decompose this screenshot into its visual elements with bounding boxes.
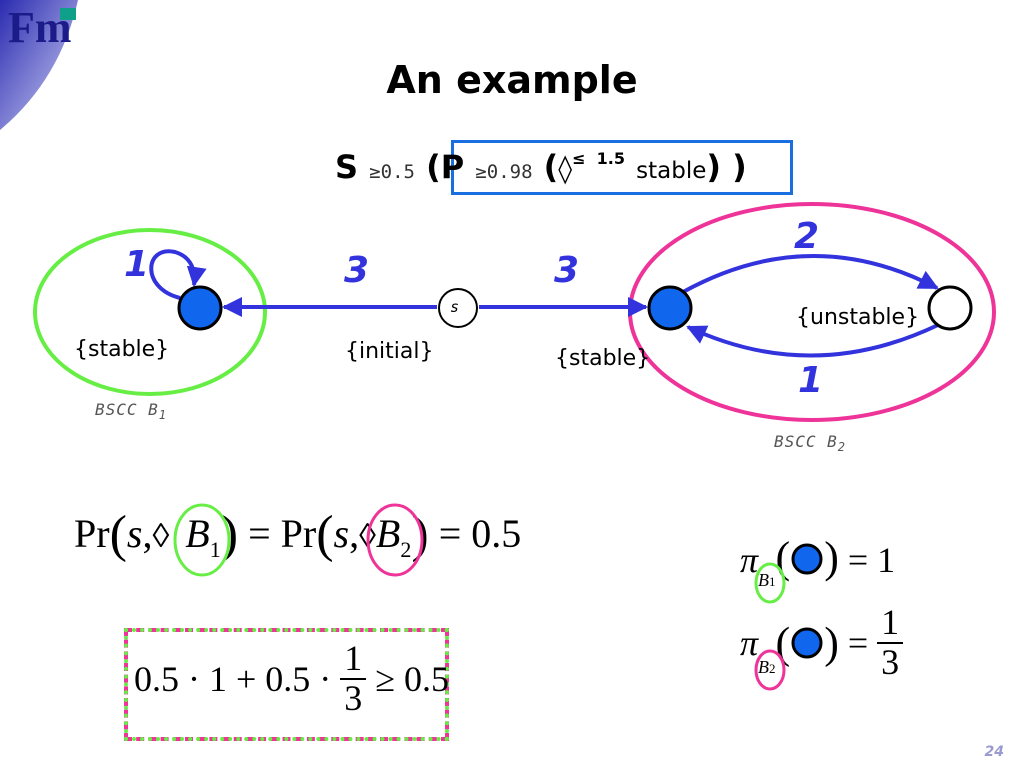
bscc-b2-label: BSCC B2: [774, 432, 847, 455]
pi-b1-sub: B1: [754, 562, 786, 604]
edge-unstable-to-stable: [686, 323, 939, 358]
formula-close: ) ): [706, 148, 747, 186]
formula-highlight-box: [451, 140, 793, 195]
pr-1: Pr: [74, 511, 110, 556]
self-loop-edge: [149, 249, 207, 300]
formula-p-bound: ≥0.98: [475, 161, 533, 183]
state-stable-right: [647, 285, 693, 331]
weight-left: 3: [344, 250, 370, 291]
time-bound: 1.5: [596, 149, 626, 168]
slide-title: An example: [386, 58, 638, 102]
label-unstable: {unstable}: [796, 305, 920, 330]
b1-term: B1: [173, 503, 231, 577]
weight-bottom: 1: [798, 360, 824, 401]
eventually-1: ◊: [152, 518, 170, 555]
state-stable-left: [177, 285, 223, 331]
formula-p: (P: [426, 148, 465, 186]
sum-box: [124, 628, 449, 741]
state-initial: [438, 288, 478, 328]
label-stable-right: {stable}: [555, 346, 651, 371]
weight-selfloop: 1: [124, 244, 150, 285]
eventually-operator: ◊: [558, 152, 573, 185]
label-stable-left: {stable}: [74, 337, 170, 362]
weight-right: 3: [554, 250, 580, 291]
time-operator: ≤: [572, 149, 586, 168]
pi-b2-sub: B2: [754, 649, 786, 691]
reachability-equation: Pr(s,◊ B1 ) = Pr(s,◊B2 ) = 0.5: [74, 503, 522, 577]
logo: Fm: [8, 3, 72, 52]
csl-formula: S ≥0.5 (P ≥0.98 (◊≤ 1.5 stable) ): [335, 148, 747, 186]
pi-b1-value: 1: [877, 540, 896, 580]
pr-2: Pr: [280, 511, 317, 556]
formula-paren: (: [543, 148, 559, 186]
weight-top: 2: [794, 216, 820, 257]
corner-decoration: [0, 0, 78, 130]
label-initial: {initial}: [345, 339, 434, 364]
bscc-b1-ellipse: [33, 228, 267, 396]
formula-s-bound: ≥0.5: [369, 161, 415, 183]
state-unstable: [927, 285, 973, 331]
b2-term: B2: [366, 503, 424, 577]
bscc-b1-label: BSCC B1: [95, 400, 168, 423]
pi-b1-equation: πB1 () = 1: [740, 532, 896, 604]
edge-stable-to-unstable: [682, 254, 939, 294]
page-number: 24: [984, 744, 1004, 760]
state-initial-name: s: [450, 298, 460, 316]
reach-result: 0.5: [471, 511, 522, 556]
logo-accent: [60, 8, 76, 20]
formula-atom: stable: [636, 158, 707, 184]
formula-s: S: [335, 148, 359, 186]
